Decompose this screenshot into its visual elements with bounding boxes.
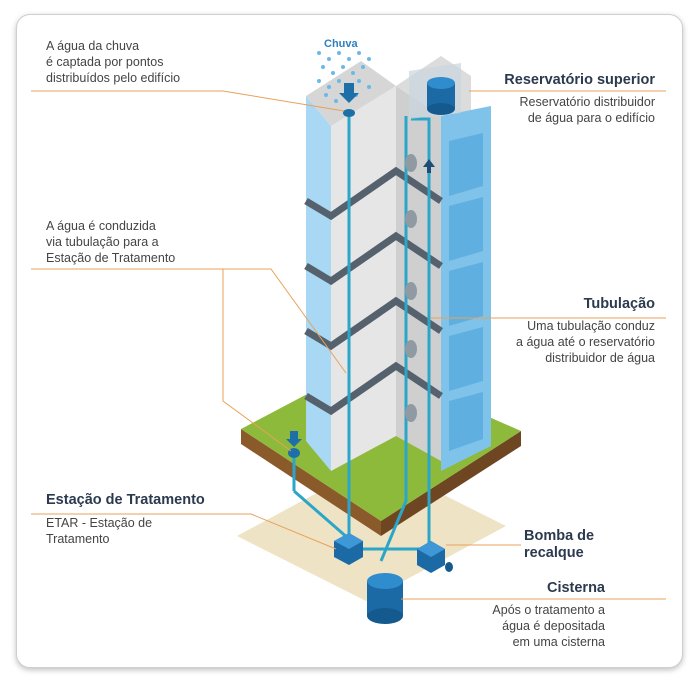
rain-arrow — [339, 83, 359, 103]
conduction-line-1: A água é conduzida — [46, 219, 156, 233]
treatment-title: Estação de Tratamento — [46, 492, 205, 508]
soil-slab-right — [381, 431, 521, 536]
toilets — [405, 154, 417, 422]
piping-title: Tubulação — [583, 296, 655, 312]
rain-label: Chuva — [324, 38, 358, 50]
cistern-desc: Após o tratamento a água é depositada em… — [492, 602, 605, 650]
diagram-frame — [16, 14, 683, 668]
rain-collector-top — [343, 109, 355, 117]
treatment-desc: ETAR - Estação de Tratamento — [46, 515, 152, 547]
building-left-face — [306, 96, 331, 471]
floor-slab-3 — [304, 296, 443, 351]
cistern-title: Cisterna — [546, 580, 605, 596]
building-illustration — [31, 51, 666, 624]
treatment-desc-line-1: ETAR - Estação de — [46, 516, 153, 530]
conduction-line-3: Estação de Tratamento — [46, 251, 176, 265]
conduction-annotation: A água é conduzida via tubulação para a … — [46, 218, 175, 266]
rain-capture-line-3: distribuídos pelo edifício — [46, 71, 181, 85]
pump-title-line-2: recalque — [524, 545, 584, 561]
treatment-desc-line-2: Tratamento — [46, 532, 110, 546]
floor-slab-1 — [304, 166, 443, 221]
upper-reservoir-desc: Reservatório distribuidor de água para o… — [520, 94, 655, 126]
glass-panel-5 — [449, 392, 483, 451]
pump-title: Bomba de recalque — [524, 528, 594, 562]
floor-slab-2 — [304, 231, 443, 286]
glass-panel-3 — [449, 262, 483, 326]
upper-reservoir-title: Reservatório superior — [504, 72, 655, 88]
rain-capture-line-1: A água da chuva — [46, 39, 140, 53]
pipe-up-arrow — [423, 159, 435, 173]
conduction-line-2: via tubulação para a — [46, 235, 159, 249]
ground-arrow — [286, 431, 302, 447]
glass-panel-4 — [449, 327, 483, 391]
piping-desc-line-1: Uma tubulação conduz — [527, 319, 655, 333]
cistern-desc-line-1: Após o tratamento a — [492, 603, 605, 617]
piping-desc: Uma tubulação conduz a água até o reserv… — [516, 318, 655, 366]
cistern-desc-line-3: em uma cisterna — [512, 635, 605, 649]
rain-capture-line-2: é captada por pontos — [46, 55, 164, 69]
cistern-desc-line-2: água é depositada — [502, 619, 605, 633]
upper-reservoir-desc-line-2: de água para o edifício — [527, 111, 655, 125]
glass-panel-2 — [449, 197, 483, 261]
upper-reservoir-desc-line-1: Reservatório distribuidor — [519, 95, 655, 109]
piping-desc-line-2: a água até o reservatório — [516, 335, 655, 349]
rain-capture-annotation: A água da chuva é captada por pontos dis… — [46, 38, 180, 86]
piping-desc-line-3: distribuidor de água — [545, 351, 655, 365]
soil-slab-left — [241, 429, 381, 536]
pump-title-line-1: Bomba de — [524, 528, 595, 544]
leader-lines — [31, 90, 666, 600]
glass-panel-1 — [449, 133, 483, 196]
floor-slab-4 — [304, 361, 443, 416]
building-core-shade — [396, 86, 441, 461]
pipes — [292, 116, 431, 562]
